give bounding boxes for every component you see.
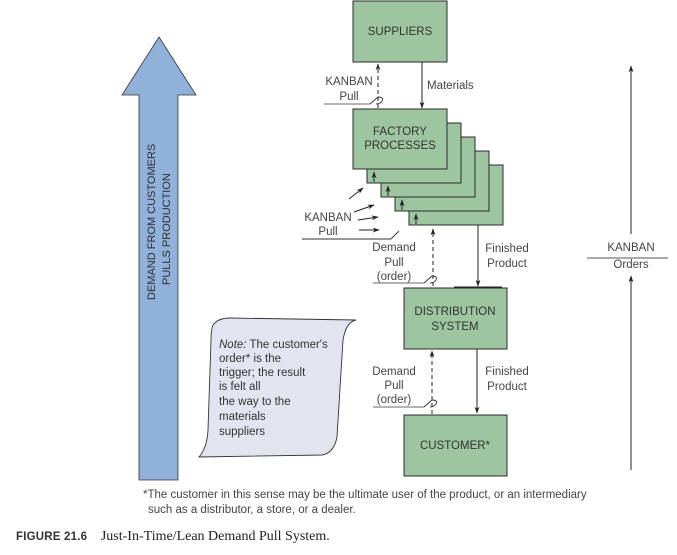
demand-pull-1-line1: Demand bbox=[372, 242, 415, 254]
factory-label-line1: FACTORY bbox=[373, 126, 427, 138]
customer-node: CUSTOMER* bbox=[403, 414, 508, 477]
finished-product-2-line2: Product bbox=[487, 381, 527, 393]
note-line1: Note: The customer's bbox=[219, 339, 328, 351]
kanban-orders-indicator: KANBAN Orders bbox=[587, 65, 668, 470]
suppliers-node: SUPPLIERS bbox=[352, 0, 448, 63]
demand-big-arrow: DEMAND FROM CUSTOMERS PULLS PRODUCTION bbox=[121, 36, 197, 481]
distribution-label-line2: SYSTEM bbox=[431, 321, 478, 333]
kanban-pull-left-label2: Pull bbox=[318, 226, 337, 238]
big-arrow-label-line1: DEMAND FROM CUSTOMERS bbox=[146, 144, 158, 300]
factory-processes-node: FACTORY PROCESSES bbox=[352, 108, 504, 226]
footnote: *The customer in this sense may be the u… bbox=[143, 488, 623, 518]
kanban-card-icon-top bbox=[324, 96, 383, 105]
note-line7: suppliers bbox=[219, 426, 265, 438]
kanban-orders-label-bottom: Orders bbox=[613, 259, 648, 271]
note-line5: the way to the bbox=[219, 396, 291, 408]
demand-pull-1-line3: (order) bbox=[377, 271, 412, 283]
finished-product-1-line2: Product bbox=[487, 258, 527, 270]
note-scroll-shape bbox=[197, 317, 357, 458]
distribution-system-node: DISTRIBUTION SYSTEM bbox=[403, 287, 508, 350]
kanban-pull-left-arrows bbox=[348, 187, 380, 233]
note-line3: trigger; the result bbox=[219, 367, 306, 379]
kanban-card-icon-left bbox=[302, 230, 400, 240]
factory-front-box bbox=[352, 108, 448, 170]
kanban-pull-top-label1: KANBAN bbox=[325, 76, 372, 88]
finished-product-2-line1: Finished bbox=[485, 366, 528, 378]
figure-caption: FIGURE 21.6 Just-In-Time/Lean Demand Pul… bbox=[16, 528, 330, 545]
factory-label-line2: PROCESSES bbox=[364, 140, 436, 152]
note-line2: order* is the bbox=[219, 353, 281, 365]
note-line4: is felt all bbox=[219, 381, 261, 393]
big-arrow-shape bbox=[121, 36, 197, 481]
materials-label: Materials bbox=[427, 80, 474, 92]
figure-label: FIGURE 21.6 bbox=[16, 531, 88, 543]
footnote-line1: *The customer in this sense may be the u… bbox=[143, 489, 587, 501]
figure-title: Just-In-Time/Lean Demand Pull System. bbox=[100, 529, 330, 544]
demand-pull-2-line2: Pull bbox=[384, 380, 403, 392]
order-card-icon-2 bbox=[373, 399, 437, 408]
finished-product-1-line1: Finished bbox=[485, 243, 528, 255]
note-callout: Note: The customer's order* is the trigg… bbox=[197, 317, 357, 458]
note-line6: materials bbox=[219, 411, 266, 423]
order-card-icon-1 bbox=[373, 275, 437, 284]
distribution-label-line1: DISTRIBUTION bbox=[414, 306, 495, 318]
kanban-pull-top-label2: Pull bbox=[339, 91, 358, 103]
demand-pull-1-line2: Pull bbox=[384, 257, 403, 269]
footnote-line2: such as a distributor, a store, or a dea… bbox=[148, 504, 356, 516]
demand-pull-2-line3: (order) bbox=[377, 394, 412, 406]
demand-pull-2-line1: Demand bbox=[372, 366, 415, 378]
kanban-pull-left-label1: KANBAN bbox=[304, 212, 351, 224]
kanban-orders-label-top: KANBAN bbox=[607, 242, 654, 254]
big-arrow-label-line2: PULLS PRODUCTION bbox=[161, 173, 173, 285]
customer-label: CUSTOMER* bbox=[420, 440, 491, 452]
suppliers-label: SUPPLIERS bbox=[368, 26, 433, 38]
